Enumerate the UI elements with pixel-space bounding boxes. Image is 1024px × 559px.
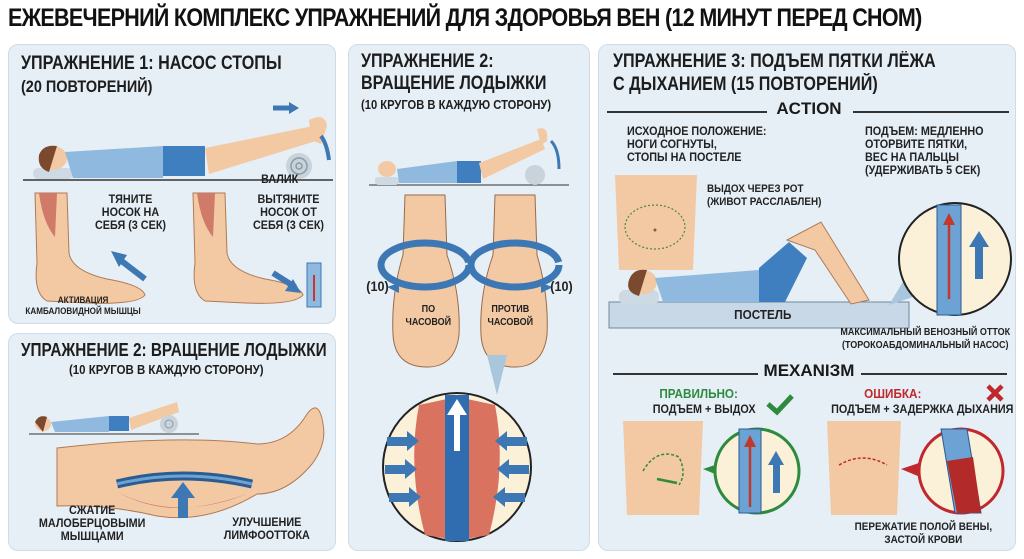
correct-text: ПОДЪЕМ + ВЫДОХ bbox=[652, 402, 756, 416]
exercise-1-panel: УПРАЖНЕНИЕ 1: НАСОС СТОПЫ (20 ПОВТОРЕНИЙ… bbox=[8, 44, 336, 324]
muscle-vein-pump-zoom-illustration bbox=[382, 355, 532, 542]
max-venous-outflow-label: МАКСИМАЛЬНЫЙ ВЕНОЗНЫЙ ОТТОК (ТОРОКОАБДОМ… bbox=[840, 327, 1011, 351]
ankle-rotation-feet-illustration bbox=[377, 194, 563, 368]
heel-lift-text: ПОДЪЕМ: МЕДЛЕННО ОТОРВИТЕ ПЯТКИ, ВЕС НА … bbox=[865, 124, 984, 177]
action-section-title: ACTION bbox=[776, 99, 842, 118]
roller-label: ВАЛИК bbox=[261, 172, 299, 186]
exercise-2-reps: (10 КРУГОВ В КАЖДУЮ СТОРОНУ) bbox=[69, 362, 264, 377]
ankle-heading-1: УПРАЖНЕНИЕ 2: bbox=[361, 51, 494, 72]
peroneal-compression-label: СЖАТИЕ МАЛОБЕРЦОВЫМИ МЫШЦАМИ bbox=[38, 503, 146, 543]
soleus-activation-label: АКТИВАЦИЯ КАМБАЛОВИДНОЙ МЫШЦЫ bbox=[25, 295, 141, 316]
exercise-1-reps: (20 ПОВТОРЕНИЙ) bbox=[21, 77, 153, 96]
lying-person-small-illustration bbox=[29, 402, 199, 435]
correct-breathing-illustration bbox=[623, 421, 801, 515]
lying-person-roller-illustration bbox=[23, 102, 333, 181]
start-position-text: ИСХОДНОЕ ПОЛОЖЕНИЕ: НОГИ СОГНУТЫ, СТОПЫ … bbox=[627, 124, 767, 164]
action-divider-right bbox=[853, 111, 1009, 113]
push-toe-label: ВЫТЯНИТЕ НОСОК ОТ СЕБЯ (3 СЕК) bbox=[252, 192, 325, 232]
exhale-label: ВЫДОХ ЧЕРЕЗ РОТ (ЖИВОТ РАССЛАБЛЕН) bbox=[707, 183, 822, 208]
mechanism-divider-left bbox=[613, 373, 758, 375]
mechanism-divider-right bbox=[861, 373, 1007, 375]
lying-knees-bent-illustration bbox=[608, 221, 910, 329]
foot-push-illustration bbox=[192, 192, 322, 308]
calf-muscle-pump-illustration bbox=[56, 407, 325, 519]
pull-toe-label: ТЯНИТЕ НОСОК НА СЕБЯ (3 СЕК) bbox=[94, 192, 167, 232]
bed-label: ПОСТЕЛЬ bbox=[734, 307, 792, 322]
action-divider-left bbox=[607, 111, 767, 113]
exercise-2-ankle-panel: УПРАЖНЕНИЕ 2: ВРАЩЕНИЕ ЛОДЫЖКИ (10 КРУГО… bbox=[348, 44, 590, 551]
exercise-2-calf-panel: УПРАЖНЕНИЕ 2: ВРАЩЕНИЕ ЛОДЫЖКИ (10 КРУГО… bbox=[8, 333, 336, 551]
vein-flow-zoom-illustration bbox=[889, 202, 1012, 316]
clockwise-count: (10) bbox=[366, 278, 389, 294]
error-breathing-illustration bbox=[827, 421, 1005, 515]
ankle-reps: (10 КРУГОВ В КАЖДУЮ СТОРОНУ) bbox=[361, 97, 552, 112]
foot-pull-illustration bbox=[34, 192, 147, 304]
exercise-2-heading: УПРАЖНЕНИЕ 2: ВРАЩЕНИЕ ЛОДЫЖКИ bbox=[21, 340, 327, 360]
page-title: ЕЖЕВЕЧЕРНИЙ КОМПЛЕКС УПРАЖНЕНИЙ ДЛЯ ЗДОР… bbox=[8, 4, 922, 32]
ankle-heading-2: ВРАЩЕНИЕ ЛОДЫЖКИ bbox=[361, 73, 547, 94]
error-title: ОШИБКА: bbox=[864, 386, 922, 401]
error-text: ПОДЪЕМ + ЗАДЕРЖКА ДЫХАНИЯ bbox=[831, 402, 1014, 416]
lying-legs-raised-illustration bbox=[369, 128, 569, 186]
vena-cava-compression-label: ПЕРЕЖАТИЕ ПОЛОЙ ВЕНЫ, ЗАСТОЙ КРОВИ bbox=[854, 521, 993, 546]
exercise-3-reps: С ДЫХАНИЕМ (15 ПОВТОРЕНИЙ) bbox=[613, 74, 878, 95]
clockwise-label: ПО ЧАСОВОЙ bbox=[405, 304, 452, 328]
checkmark-icon bbox=[766, 394, 794, 416]
exercise-3-panel: УПРАЖНЕНИЕ 3: ПОДЪЕМ ПЯТКИ ЛЁЖА С ДЫХАНИ… bbox=[598, 44, 1016, 551]
exercise-1-heading: УПРАЖНЕНИЕ 1: НАСОС СТОПЫ bbox=[21, 53, 282, 74]
counterclockwise-count: (10) bbox=[550, 278, 573, 294]
lymph-flow-label: УЛУЧШЕНИЕ ЛИМФООТТОКА bbox=[223, 515, 310, 542]
torso-exhale-illustration bbox=[615, 175, 697, 270]
mechanism-section-title: MEXANIЗM bbox=[763, 361, 855, 380]
cross-icon bbox=[986, 384, 1004, 402]
exercise-3-heading: УПРАЖНЕНИЕ 3: ПОДЪЕМ ПЯТКИ ЛЁЖА bbox=[613, 51, 936, 72]
correct-title: ПРАВИЛЬНО: bbox=[659, 386, 738, 401]
counterclockwise-label: ПРОТИВ ЧАСОВОЙ bbox=[487, 304, 534, 328]
